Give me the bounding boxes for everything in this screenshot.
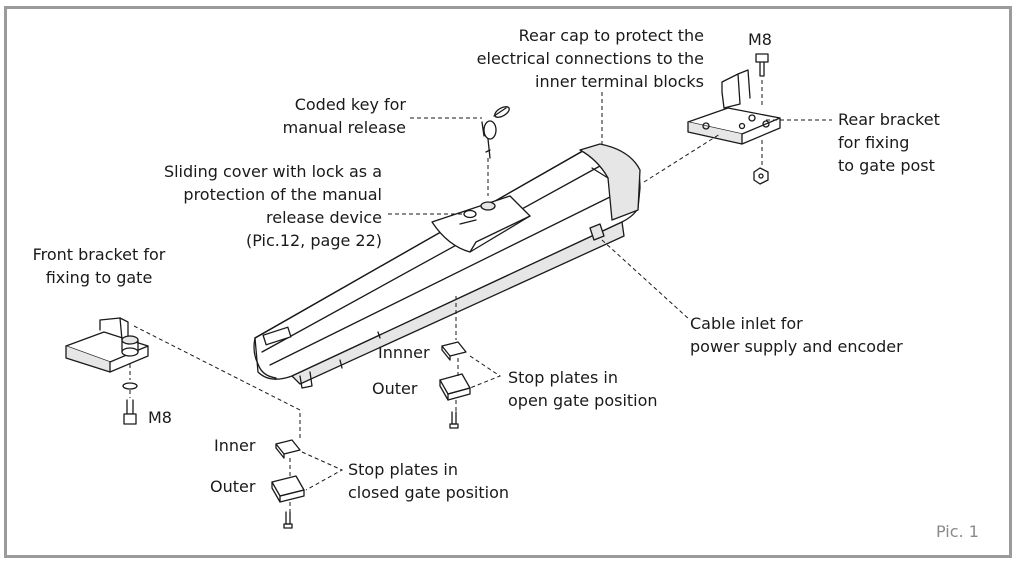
label-inner: Inner	[214, 436, 256, 455]
sliding-cover	[431, 195, 531, 253]
stop-plates-closed	[271, 439, 305, 529]
label-rear-bracket-line3: to gate post	[838, 156, 935, 175]
label-rear-cap: Rear cap to protect the electrical conne…	[470, 24, 704, 93]
coded-key	[481, 106, 510, 159]
label-stop-plates-open-line2: open gate position	[508, 391, 658, 410]
label-sliding-cover: Sliding cover with lock as a protection …	[160, 160, 382, 252]
label-sliding-cover-line2: protection of the manual	[183, 185, 382, 204]
label-coded-key: Coded key for manual release	[270, 93, 406, 139]
stop-plates-open	[439, 341, 471, 429]
label-outer-open: Outer	[372, 379, 418, 398]
label-front-bracket-line1: Front bracket for	[32, 245, 166, 264]
label-stop-plates-closed: Stop plates in closed gate position	[348, 458, 509, 504]
figure-caption: Pic. 1	[936, 522, 979, 541]
label-cable-inlet-line1: Cable inlet for	[690, 314, 803, 333]
label-rear-bracket-line1: Rear bracket	[838, 110, 940, 129]
label-sliding-cover-line3: release device	[266, 208, 382, 227]
label-front-bracket: Front bracket for fixing to gate	[24, 243, 174, 289]
label-outer-closed: Outer	[210, 477, 256, 496]
label-cable-inlet: Cable inlet for power supply and encoder	[690, 312, 903, 358]
front-bracket	[65, 317, 149, 425]
label-rear-cap-line1: Rear cap to protect the	[518, 26, 704, 45]
label-stop-plates-open-line1: Stop plates in	[508, 368, 618, 387]
label-cable-inlet-line2: power supply and encoder	[690, 337, 903, 356]
label-m8-bottom: M8	[148, 408, 172, 427]
label-stop-plates-closed-line1: Stop plates in	[348, 460, 458, 479]
label-stop-plates-open: Stop plates in open gate position	[508, 366, 658, 412]
label-innner: Innner	[378, 343, 430, 362]
label-rear-bracket-line2: for fixing	[838, 133, 910, 152]
label-sliding-cover-line1: Sliding cover with lock as a	[163, 162, 382, 181]
label-front-bracket-line2: fixing to gate	[45, 268, 153, 287]
cable-inlet	[589, 223, 605, 241]
label-stop-plates-closed-line2: closed gate position	[348, 483, 509, 502]
label-rear-cap-line2: electrical connections to the	[476, 49, 704, 68]
label-sliding-cover-line4: (Pic.12, page 22)	[245, 231, 382, 250]
label-rear-bracket: Rear bracket for fixing to gate post	[838, 108, 940, 177]
rear-bracket	[687, 53, 781, 185]
label-coded-key-line1: Coded key for	[294, 95, 406, 114]
label-coded-key-line2: manual release	[282, 118, 406, 137]
label-m8-top: M8	[748, 30, 772, 49]
operator-body	[253, 143, 641, 389]
label-rear-cap-line3: inner terminal blocks	[535, 72, 704, 91]
leader-lines	[129, 80, 832, 512]
